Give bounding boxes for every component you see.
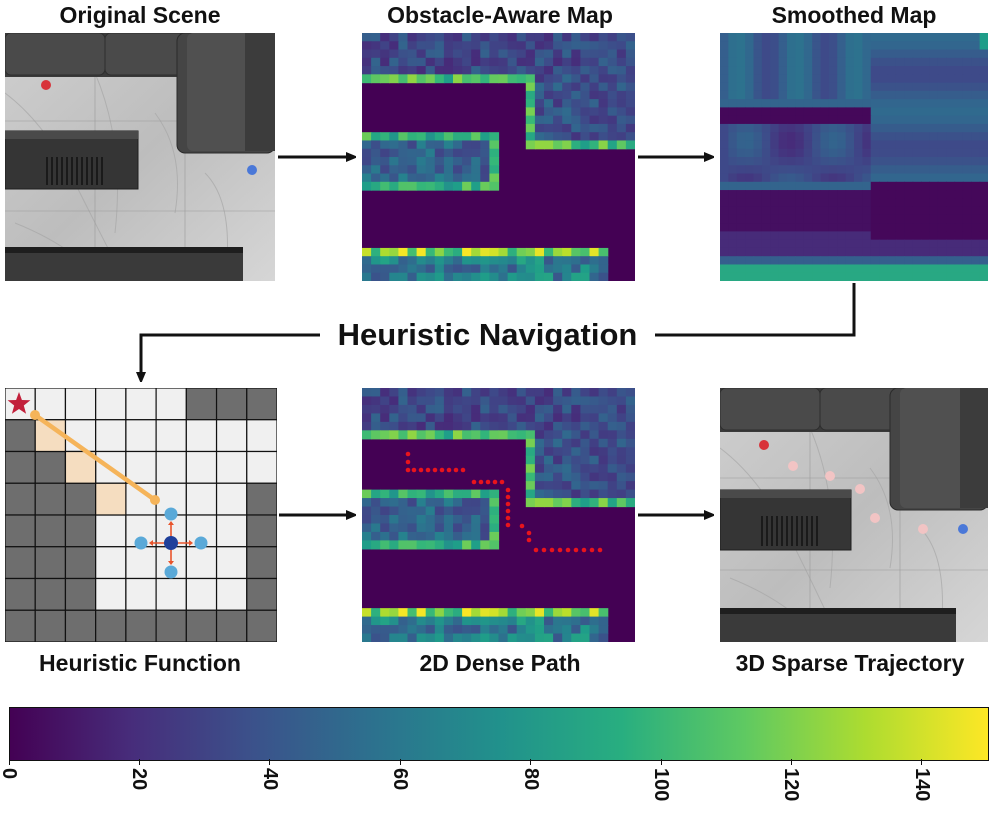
- path-dot: [565, 547, 571, 553]
- colorbar-tick-label: 20: [128, 768, 151, 791]
- path-dot: [557, 547, 563, 553]
- current-node: [164, 536, 178, 550]
- path-dot: [505, 508, 511, 514]
- grid-cells: [5, 388, 277, 642]
- colorbar-tick-mark: [660, 759, 662, 765]
- path-dot: [505, 515, 511, 521]
- neighbor-node: [164, 565, 178, 579]
- arrow-smoothed-to-heuristic-right: [655, 283, 856, 337]
- heatmap-cells: [362, 388, 635, 642]
- smoothed-map: [720, 33, 988, 281]
- path-dot: [405, 459, 411, 465]
- obstacle-aware-map: [362, 33, 635, 281]
- sofa: [720, 388, 988, 511]
- goal-star-icon: [7, 392, 31, 414]
- heatmap-cells: [720, 33, 988, 281]
- colorbar-tick-mark: [530, 759, 532, 765]
- path-dot: [418, 467, 424, 473]
- title-dense-path: 2D Dense Path: [419, 650, 581, 676]
- path-dot: [505, 494, 511, 500]
- colorbar-tick-mark: [269, 759, 271, 765]
- arrow-smoothed-to-heuristic-left: [141, 333, 320, 378]
- path-dot: [581, 547, 587, 553]
- dense-path-map: [362, 388, 635, 642]
- title-smoothed-map: Smoothed Map: [771, 2, 937, 28]
- neighbor-node: [134, 536, 148, 550]
- line-end-node: [150, 495, 160, 505]
- path-dot: [533, 547, 539, 553]
- start-marker: [41, 80, 51, 90]
- path-dot: [505, 501, 511, 507]
- path-dot: [478, 479, 484, 485]
- path-dot: [485, 479, 491, 485]
- title-sparse-trajectory: 3D Sparse Trajectory: [735, 650, 965, 676]
- line-start-node: [30, 410, 40, 420]
- heuristic-navigation-banner: Heuristic Navigation: [337, 317, 638, 352]
- colorbar-tick-label: 100: [650, 768, 672, 802]
- cabinet: [5, 247, 243, 281]
- path-dot: [425, 467, 431, 473]
- colorbar-tick-label: 40: [258, 768, 281, 791]
- path-dot: [492, 479, 498, 485]
- path-dot: [526, 530, 532, 536]
- heuristic-line: [32, 412, 158, 503]
- colorbar: [9, 707, 989, 761]
- sparse-trajectory-image: [720, 388, 988, 642]
- path-dot: [541, 547, 547, 553]
- waypoint-marker: [870, 513, 880, 523]
- colorbar-tick-mark: [399, 759, 401, 765]
- path-dot: [460, 467, 466, 473]
- waypoint-marker: [918, 524, 928, 534]
- path-dot: [499, 479, 505, 485]
- colorbar-tick-label: 60: [389, 768, 412, 791]
- colorbar-tick-mark: [138, 759, 140, 765]
- neighbor-node: [194, 536, 208, 550]
- path-dot: [453, 467, 459, 473]
- waypoint-marker: [825, 471, 835, 481]
- colorbar-tick-mark: [8, 759, 10, 765]
- title-obstacle-map: Obstacle-Aware Map: [387, 2, 613, 28]
- path-dot: [405, 467, 411, 473]
- original-scene-image: [5, 33, 275, 281]
- path-dot: [597, 547, 603, 553]
- colorbar-tick-label: 0: [0, 768, 20, 780]
- path-dot: [505, 487, 511, 493]
- title-heuristic-function: Heuristic Function: [39, 650, 241, 676]
- goal-marker: [958, 524, 968, 534]
- colorbar-tick-label: 120: [780, 768, 803, 802]
- neighbor-node: [164, 507, 178, 521]
- dense-path: [405, 451, 603, 553]
- tv-stand: [720, 489, 852, 551]
- path-dot: [471, 479, 477, 485]
- cabinet: [720, 608, 956, 642]
- path-dot: [519, 523, 525, 529]
- heuristic-function-grid: [5, 388, 277, 642]
- start-marker: [759, 440, 769, 450]
- tv-stand: [5, 130, 139, 190]
- path-dot: [405, 451, 411, 457]
- path-dot: [526, 537, 532, 543]
- sofa: [5, 33, 275, 154]
- path-dot: [573, 547, 579, 553]
- path-dot: [549, 547, 555, 553]
- path-dot: [439, 467, 445, 473]
- colorbar-tick-mark: [921, 759, 923, 765]
- title-original-scene: Original Scene: [59, 2, 221, 28]
- waypoint-marker: [855, 484, 865, 494]
- path-dot: [446, 467, 452, 473]
- path-dot: [411, 467, 417, 473]
- colorbar-tick-mark: [790, 759, 792, 765]
- path-dot: [589, 547, 595, 553]
- colorbar-tick-label: 80: [519, 768, 542, 791]
- path-dot: [432, 467, 438, 473]
- colorbar-tick-label: 140: [910, 768, 933, 802]
- path-dot: [505, 522, 511, 528]
- goal-marker: [247, 165, 257, 175]
- heuristic-cell: [95, 482, 127, 516]
- heatmap-cells: [362, 33, 635, 281]
- waypoint-marker: [788, 461, 798, 471]
